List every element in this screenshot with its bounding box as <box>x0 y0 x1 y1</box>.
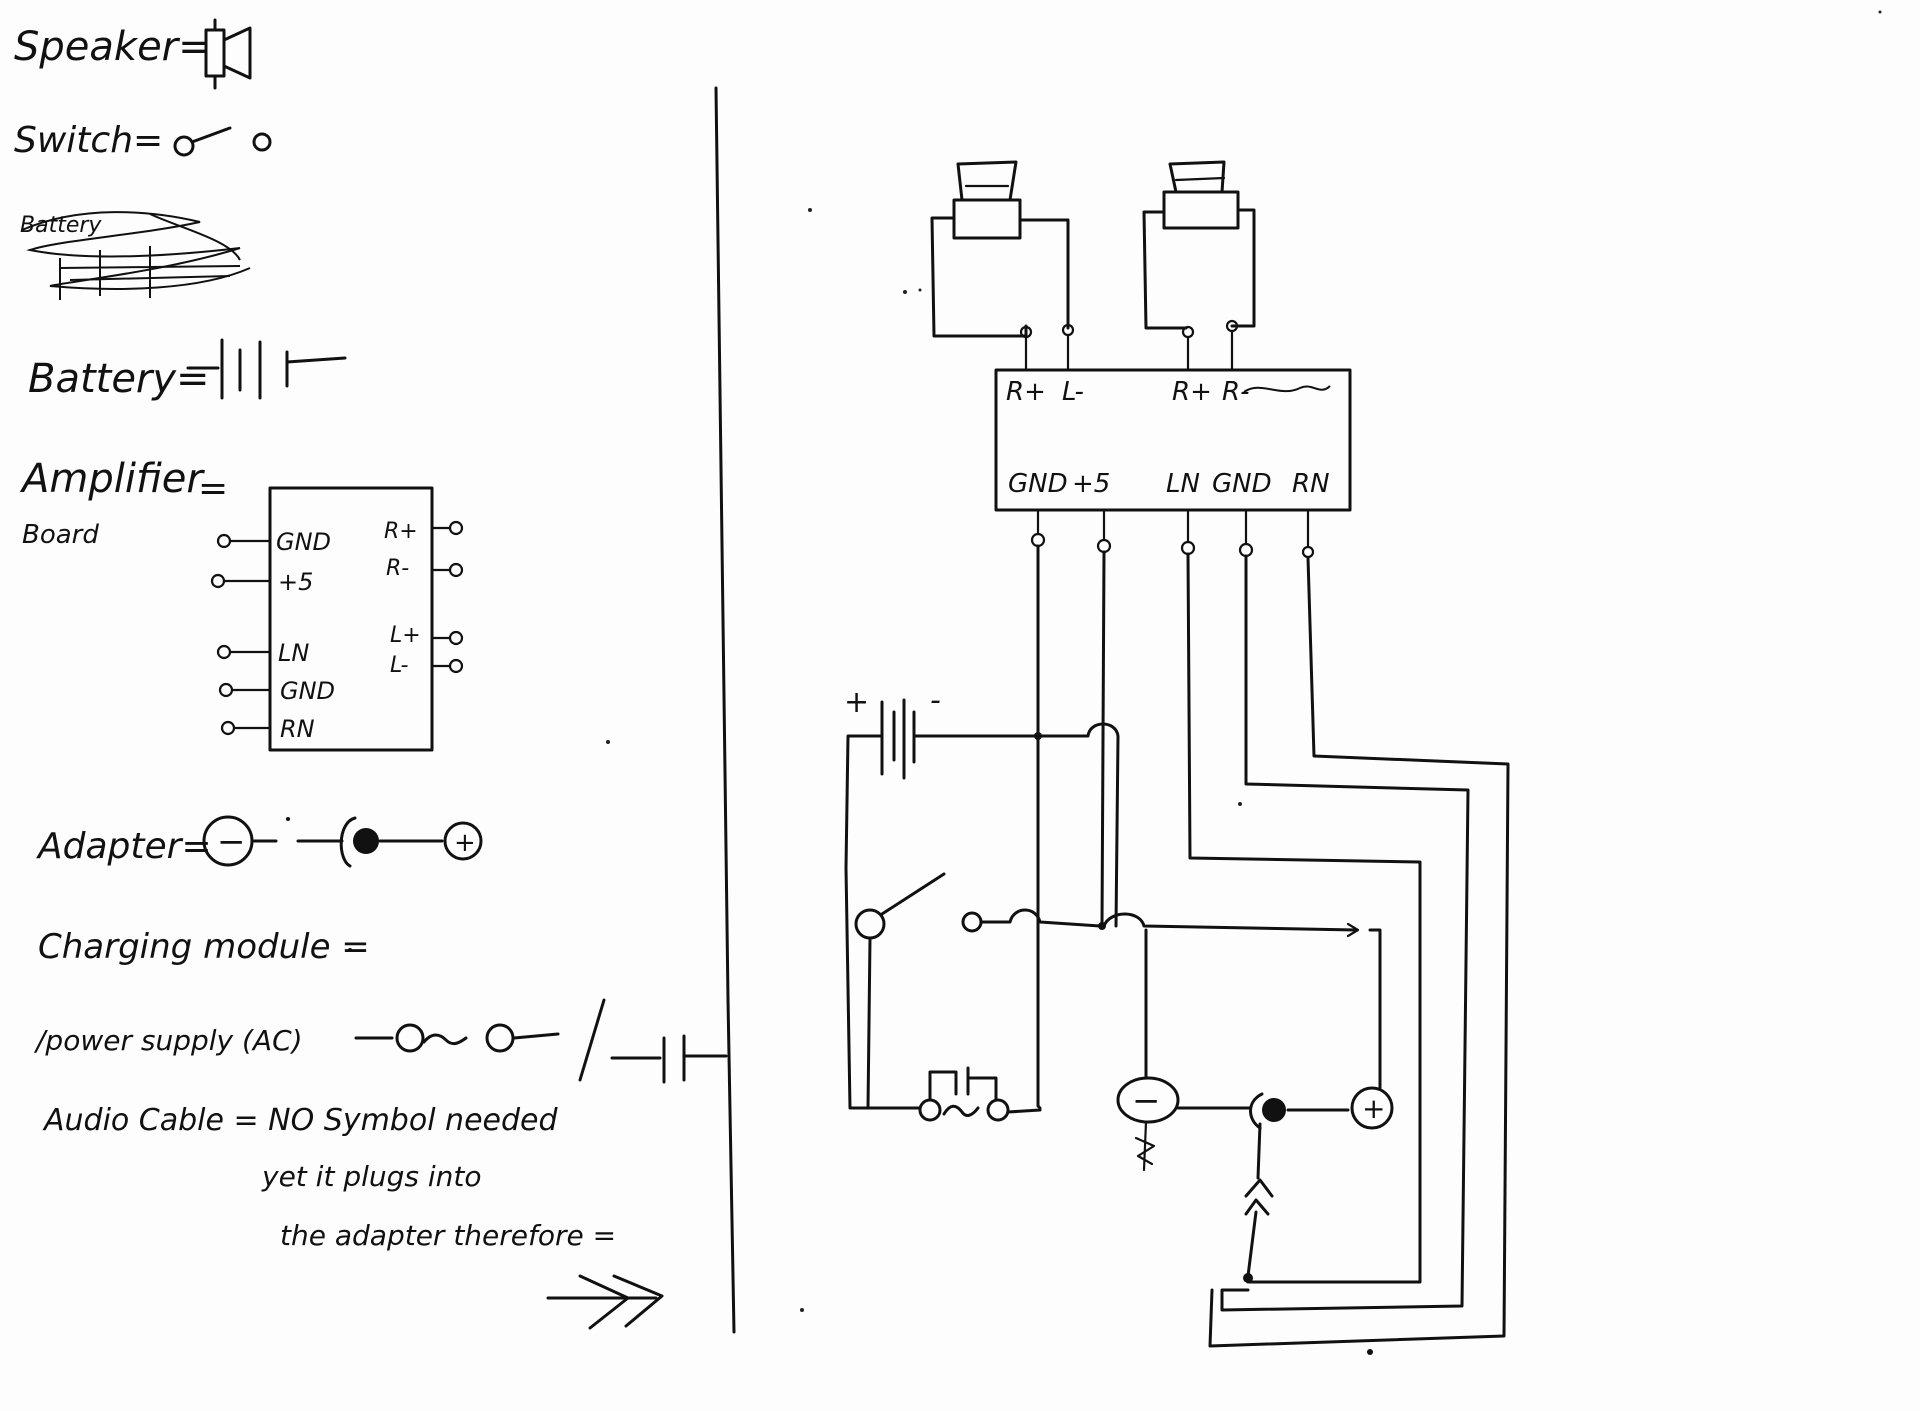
right-speaker-icon <box>1162 160 1240 230</box>
amp-bottom-pin-label: +5 <box>1072 469 1110 499</box>
audio-cable-line2: yet it plugs into <box>261 1160 482 1193</box>
paper-speck <box>606 10 1882 1355</box>
amp-bottom-pins <box>1030 508 1315 559</box>
audio-cable-line1: Audio Cable = NO Symbol needed <box>42 1103 558 1138</box>
amp-pin: L+ <box>390 623 464 648</box>
amp-top-pin-label: R+ <box>1172 377 1212 407</box>
amp-pin-label: GND <box>280 677 335 705</box>
speaker-legend-label: Speaker= <box>14 24 212 70</box>
amp-bottom-pin-label: GND <box>1212 469 1272 499</box>
amp-bottom-pin-label: GND <box>1008 469 1068 499</box>
wire-ln <box>1186 552 1422 1284</box>
amplifier-legend-equals: = <box>198 468 228 509</box>
amp-pin-label: R+ <box>384 519 418 544</box>
amp-pin: L- <box>390 653 464 678</box>
amp-pin-label: L- <box>390 653 409 678</box>
wire-gnd <box>1036 544 1042 1110</box>
audio-cable-icon <box>1243 1122 1274 1283</box>
amp-pin-label: GND <box>276 528 331 556</box>
wire-plus5 <box>1100 550 1106 928</box>
amp-pin-label: RN <box>280 715 315 743</box>
wire-gnd-audio <box>1220 554 1470 1312</box>
amp-top-pin-label: R+ <box>1006 377 1046 407</box>
charging-module-icon <box>918 1066 1010 1122</box>
adapter-jack-icon: − + <box>1116 1076 1394 1130</box>
adapter-symbol: − + <box>202 815 483 868</box>
amp-pin: RN <box>220 715 315 743</box>
circuit-diagram: R+ L- R+ R- GND +5 LN GND RN + - <box>606 10 1882 1355</box>
left-speaker-icon <box>952 160 1022 240</box>
amp-pin-label: L+ <box>390 623 421 648</box>
amp-bottom-pin-label: LN <box>1166 469 1200 499</box>
adapter-plus-label: + <box>1362 1092 1385 1125</box>
battery-legend-label: Battery= <box>28 356 210 402</box>
power-supply-label: /power supply (AC) <box>33 1024 303 1057</box>
audio-cable-arrow-icon <box>546 1274 664 1330</box>
legend: Speaker= Switch= Battery Battery= <box>14 18 728 1330</box>
charging-module-label: Charging module = <box>38 927 370 967</box>
amp-pin: R- <box>386 556 464 581</box>
battery-plus-label: + <box>844 685 869 720</box>
amp-pin: GND <box>216 528 331 556</box>
switch-icon <box>854 872 983 940</box>
adapter-legend-label: Adapter= <box>36 826 212 867</box>
amplifier-legend-sublabel: Board <box>22 520 99 550</box>
amplifier-legend-label: Amplifier <box>19 456 205 502</box>
speaker-symbol-icon <box>204 18 252 90</box>
battery-minus-label: - <box>930 683 941 718</box>
battery-symbol-icon <box>186 338 347 400</box>
scribble-icon <box>21 211 251 300</box>
amp-pin-label: R- <box>386 556 409 581</box>
amp-pin: LN <box>216 639 309 667</box>
amp-pin: R+ <box>384 519 464 544</box>
amp-right-pins: R+ R- L+ L- <box>384 519 464 678</box>
amp-left-pins: GND +5 LN GND RN <box>210 528 335 743</box>
adapter-minus-label: − <box>1132 1081 1161 1121</box>
amp-pin-label: +5 <box>278 568 313 596</box>
switch-legend-label: Switch= <box>14 120 163 161</box>
switch-symbol-icon <box>173 126 272 157</box>
amp-bottom-pin-label: RN <box>1292 469 1330 499</box>
amplifier-board-symbol: GND +5 LN GND RN <box>210 486 464 752</box>
page-divider <box>714 86 736 1334</box>
charging-module-symbol <box>354 998 728 1084</box>
amplifier-board: R+ L- R+ R- GND +5 LN GND RN <box>994 368 1352 512</box>
amp-top-pin-label: L- <box>1062 377 1084 407</box>
audio-cable-line3: the adapter therefore = <box>280 1219 616 1252</box>
amp-pin: GND <box>218 677 335 705</box>
ground-symbol-icon <box>1134 1120 1156 1172</box>
adapter-minus-label: − <box>217 822 246 862</box>
wire-rn <box>1208 556 1510 1348</box>
adapter-plus-label: + <box>454 828 476 858</box>
amp-pin: +5 <box>210 568 313 596</box>
battery-icon: + - <box>844 683 941 780</box>
amp-pin-label: LN <box>278 639 309 667</box>
